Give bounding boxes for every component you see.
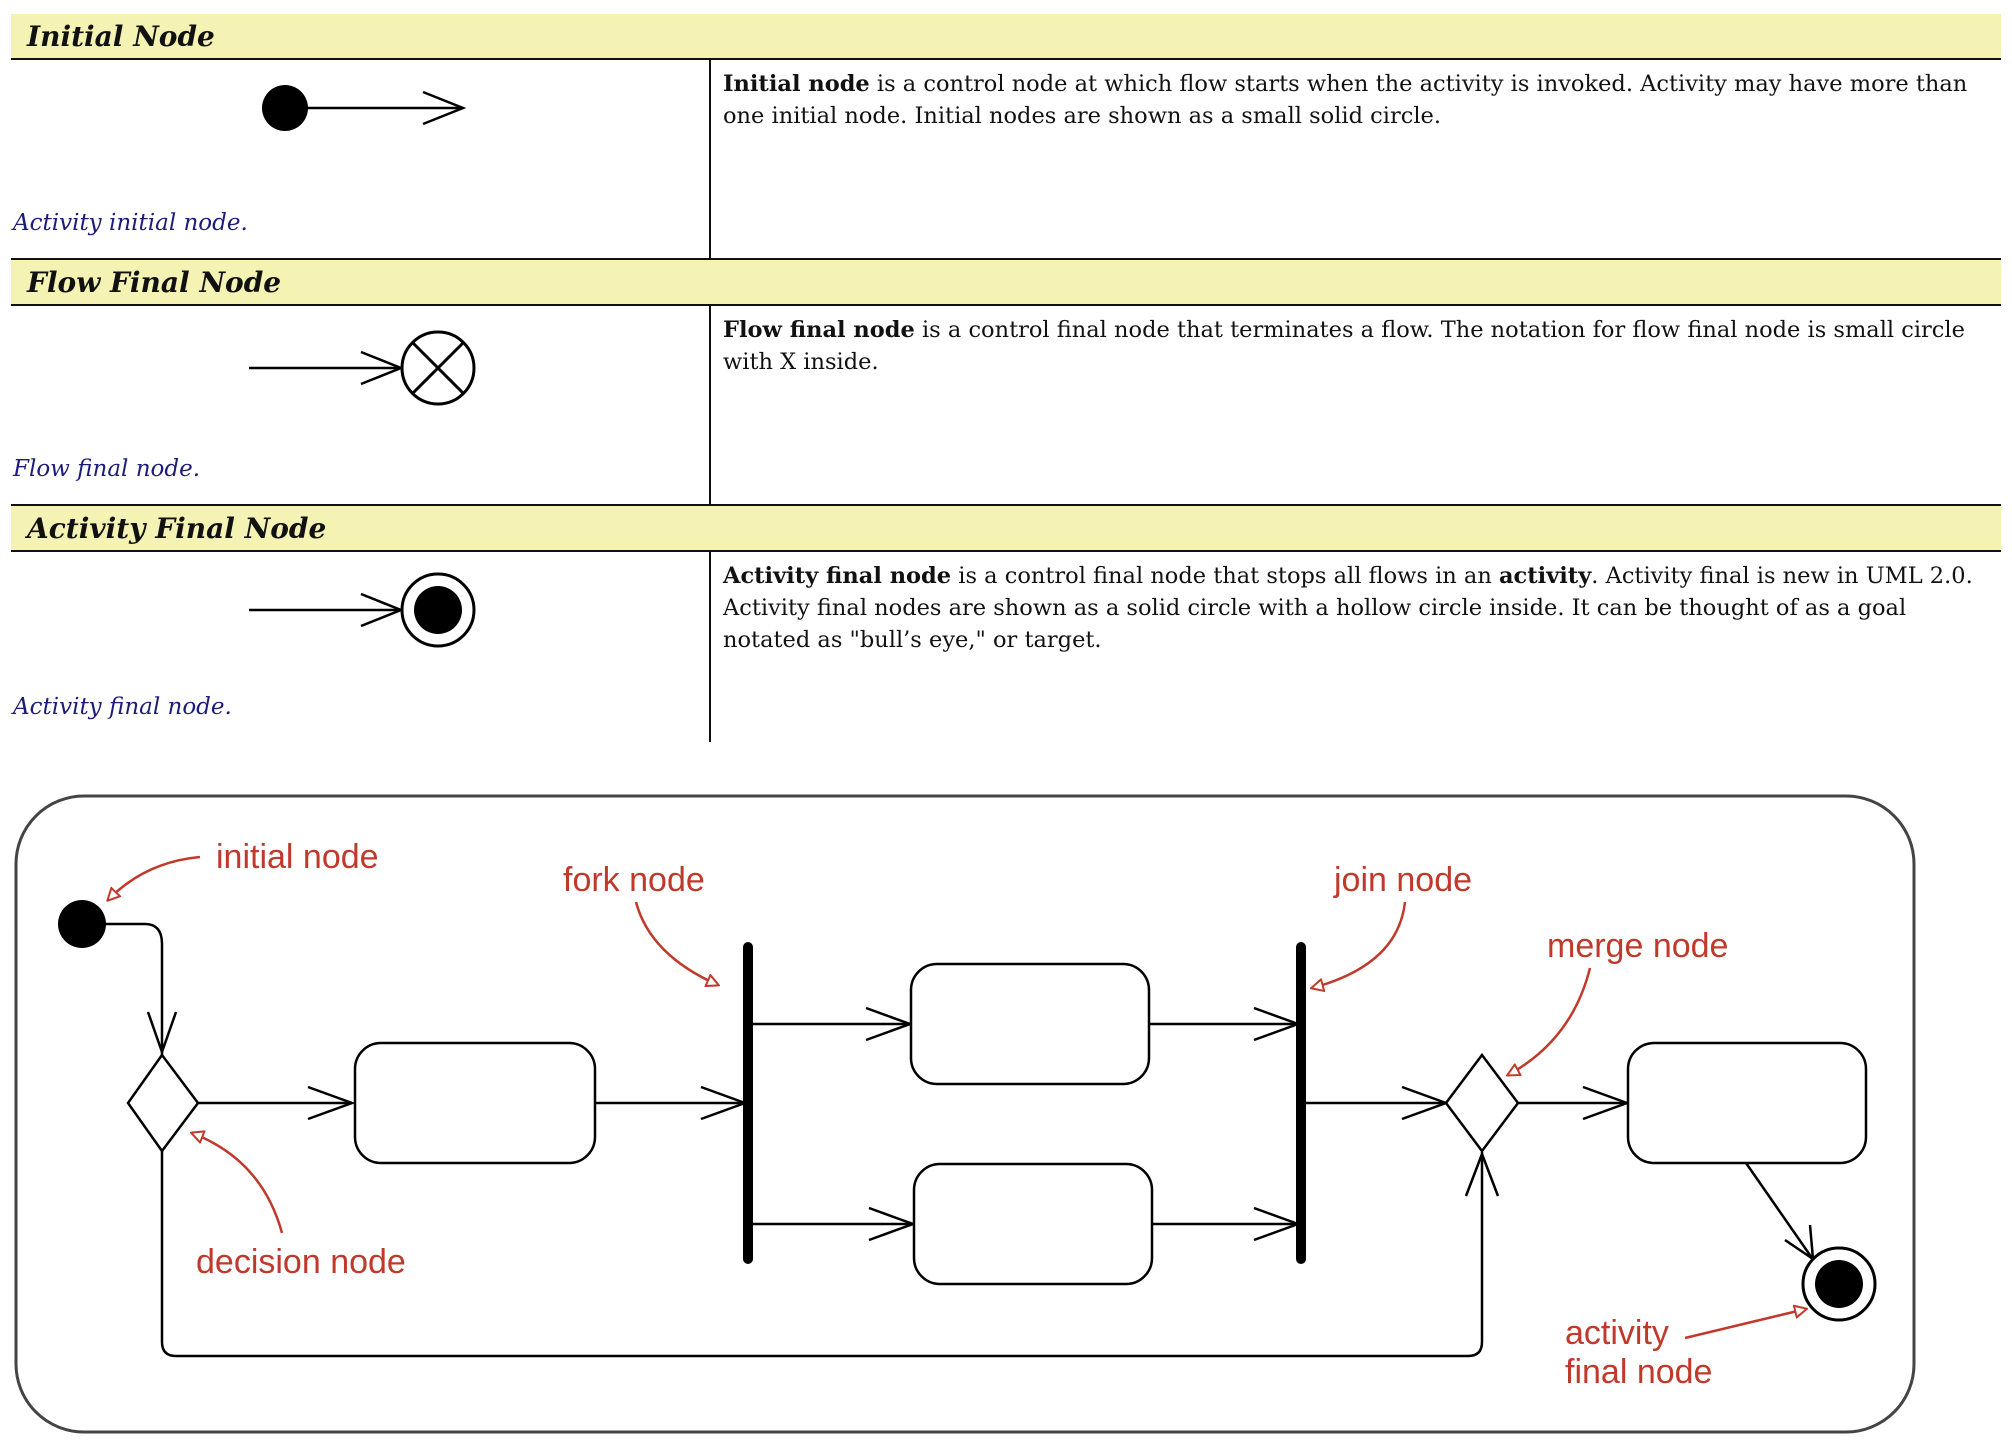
section-title: Activity Final Node [27,512,327,545]
annotation-arrow [108,855,201,900]
symbol-cell: Activity initial node. [11,60,711,258]
symbol-caption: Activity final node. [13,694,232,720]
description-term: Flow final node [723,317,915,343]
description-text: . Activity final is new in UML 2.0. Acti… [723,563,1973,653]
section-description: Activity final node is a control final n… [723,560,1989,656]
label-activity-final-line1: activity [1565,1314,1669,1352]
description-term: Initial node [723,71,870,97]
annotation-arrow [192,1133,284,1234]
description-text: is a control node at which flow starts w… [723,71,1968,129]
label-initial-node: initial node [216,838,379,876]
flow-arrowhead [146,1011,178,1056]
decision-node [126,1052,200,1154]
flow-edge [160,1151,1484,1358]
section-row-flow-final-node: Flow final node. Flow final node is a co… [11,306,2001,506]
section-description: Flow final node is a control final node … [723,314,1989,378]
annotation-arrow [1684,1309,1806,1340]
fork-node [743,942,753,1264]
symbol-cell: Activity final node. [11,552,711,742]
annotation-arrow [1312,901,1407,988]
flow-final-node-symbol [249,330,476,406]
section-header-activity-final-node: Activity Final Node [11,506,2001,552]
section-title: Initial Node [27,20,215,53]
section-description: Initial node is a control node at which … [723,68,1989,132]
label-decision-node: decision node [196,1243,406,1281]
activity-diagram: initial node fork node join node merge n… [14,794,1916,1434]
activity-frame [14,794,1916,1434]
section-title: Flow Final Node [27,266,282,299]
label-activity-final-line2: final node [1565,1353,1712,1391]
description-term: Activity final node [723,563,952,589]
symbol-cell: Flow final node. [11,306,711,504]
description-text: is a control final node that terminates … [723,317,1965,375]
label-merge-node: merge node [1547,927,1728,965]
action-node [909,962,1151,1086]
annotation-arrow [634,901,718,985]
symbol-caption: Flow final node. [13,456,200,482]
action-node [353,1041,597,1165]
label-fork-node: fork node [563,861,705,899]
flow-edge [82,922,164,1055]
section-header-initial-node: Initial Node [11,14,2001,60]
join-node [1296,942,1306,1264]
flow-arrowhead [1464,1150,1500,1197]
section-row-initial-node: Activity initial node. Initial node is a… [11,60,2001,260]
symbol-caption: Activity initial node. [13,210,248,236]
description-term: activity [1498,563,1592,589]
initial-node-symbol [262,85,467,131]
section-header-flow-final-node: Flow Final Node [11,260,2001,306]
activity-final-node-symbol [249,572,476,648]
notation-table: Initial Node Activity initial node. Init… [11,14,2001,742]
section-row-activity-final-node: Activity final node. Activity final node… [11,552,2001,742]
merge-node [1444,1052,1520,1154]
label-join-node: join node [1333,861,1472,899]
action-node [1626,1041,1868,1165]
annotation-arrow [1508,967,1592,1075]
flow-edge [1744,1162,1814,1259]
flow-arrowhead [307,1085,356,1121]
description-text: is a control final node that stops all f… [951,563,1499,589]
action-node [912,1162,1154,1286]
